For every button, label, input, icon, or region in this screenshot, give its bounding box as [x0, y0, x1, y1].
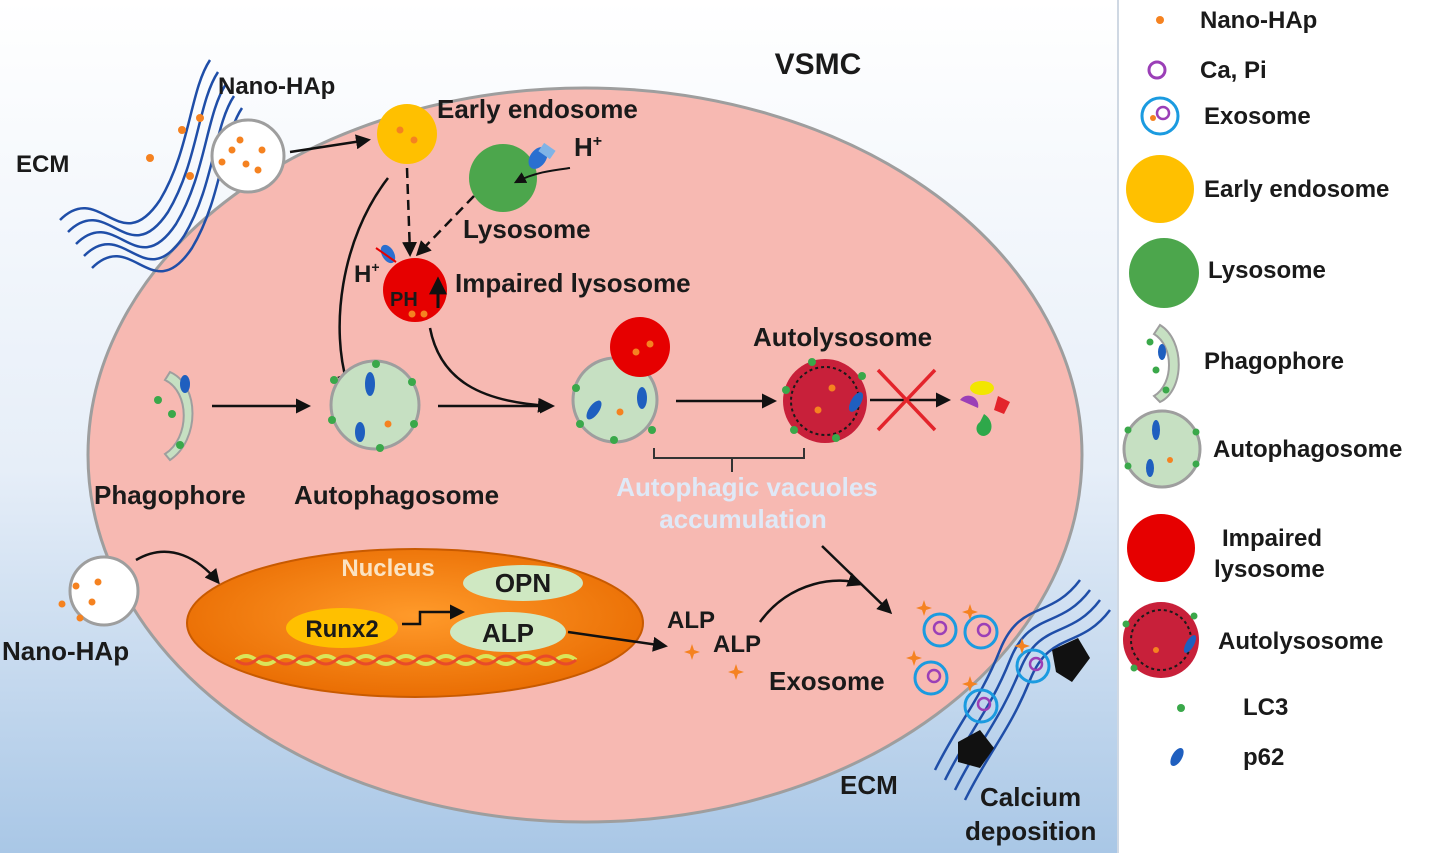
arrow-vacuoles-to-exosome: [821, 545, 893, 615]
impaired-lysosome: PH: [375, 244, 447, 322]
lysosome: [469, 142, 556, 212]
opn-pill: [463, 565, 583, 601]
vacuoles-label-2: accumulation: [659, 504, 827, 534]
ecm-bottom-label: ECM: [840, 770, 898, 800]
vsmc-cell: [86, 86, 1084, 824]
alp-free-label-1: ALP: [667, 607, 715, 634]
endocytic-vesicle-bottom: [58, 555, 140, 627]
autolysosome-label: Autolysosome: [753, 322, 932, 352]
arrow-alp-export: [567, 630, 668, 652]
exosome-cluster: [913, 612, 1051, 724]
nano-hap-dot-icon: [1156, 16, 1164, 24]
endocytic-vesicle-top: [210, 118, 286, 194]
lysosome-icon: [1129, 238, 1199, 308]
phagophore-label: Phagophore: [94, 480, 246, 510]
vacuoles-label-1: Autophagic vacuoles: [616, 472, 878, 502]
calcium-label-1: Calcium: [980, 782, 1081, 812]
proton-label-top: H+: [574, 132, 602, 162]
legend-label-p62: p62: [1243, 744, 1284, 771]
vacuole-bracket: [653, 448, 805, 459]
early-endosome: [377, 104, 437, 164]
calcium-label-2: deposition: [965, 816, 1096, 846]
phagophore-icon: [1146, 323, 1180, 404]
degradation-products: [960, 381, 1010, 436]
opn-label: OPN: [495, 568, 551, 598]
autophagosome-icon: [1122, 409, 1202, 489]
phagophore: [154, 370, 194, 462]
legend-label-exosome: Exosome: [1204, 103, 1311, 130]
blocked-cross-icon: [876, 368, 937, 432]
early-endosome-label: Early endosome: [437, 94, 638, 124]
legend-label-autophagosome: Autophagosome: [1213, 436, 1402, 463]
legend-label-impaired-1: Impaired: [1222, 525, 1322, 552]
vsmc-label: VSMC: [775, 48, 862, 81]
dashed-arrow-lysosome: [415, 195, 475, 257]
ph-label: PH: [390, 289, 418, 311]
legend-label-ca-pi: Ca, Pi: [1200, 57, 1267, 84]
autophagosome-label: Autophagosome: [294, 480, 499, 510]
exosome-icon: [1140, 96, 1180, 136]
arrow-alp-to-exosome: [758, 572, 863, 623]
calcium-deposit-icons: [958, 638, 1090, 768]
alp-label: ALP: [482, 618, 534, 648]
legend: Nano-HAp Ca, Pi Exosome Early endosome L…: [1122, 7, 1402, 771]
alp-free-label-2: ALP: [713, 631, 761, 658]
nano-hap-particles-ecm: [146, 114, 204, 180]
autolysosome: [782, 358, 867, 443]
dashed-arrow-endosome: [402, 167, 418, 257]
runx2-label: Runx2: [305, 616, 378, 643]
legend-label-impaired-2: lysosome: [1214, 556, 1325, 583]
lysosome-label: Lysosome: [463, 214, 591, 244]
proton-pump-arrow: [513, 167, 571, 184]
legend-label-nano-hap: Nano-HAp: [1200, 7, 1317, 34]
ca-pi-ring-icon: [1147, 60, 1167, 80]
nano-hap-label-bottom: Nano-HAp: [2, 636, 129, 666]
nano-hap-label-top: Nano-HAp: [218, 73, 335, 100]
arrow-impaired-to-fusion: [428, 327, 553, 413]
lc3-dot-icon: [1177, 704, 1185, 712]
autophagosome: [328, 359, 421, 452]
legend-label-early-endosome: Early endosome: [1204, 176, 1389, 203]
ecm-label: ECM: [16, 151, 69, 178]
legend-label-phagophore: Phagophore: [1204, 348, 1344, 375]
legend-label-lysosome: Lysosome: [1208, 257, 1326, 284]
exosome-stars: [906, 600, 1030, 692]
autolysosome-icon: [1122, 602, 1199, 678]
impaired-lysosome-icon: [1127, 514, 1195, 582]
arrow-endosome-to-autophagosome: [337, 177, 389, 389]
arrow-to-nucleus: [135, 550, 220, 585]
alp-star-icons: [684, 644, 744, 680]
nucleus-label: Nucleus: [341, 555, 434, 582]
arrow-to-early-endosome: [289, 134, 371, 154]
legend-label-autolysosome: Autolysosome: [1218, 628, 1383, 655]
exosome-label: Exosome: [769, 666, 885, 696]
impaired-lysosome-label: Impaired lysosome: [455, 268, 691, 298]
legend-label-lc3: LC3: [1243, 694, 1288, 721]
p62-ellipse-icon: [1170, 747, 1184, 767]
fusing-impaired-lysosome: [610, 317, 670, 377]
runx2-activation-arrow: [402, 604, 465, 626]
dna-strand: [234, 654, 578, 666]
alp-pill: [450, 612, 566, 652]
early-endosome-icon: [1126, 155, 1194, 223]
runx2-pill: [286, 608, 398, 648]
proton-label-impaired: H+: [354, 259, 380, 288]
